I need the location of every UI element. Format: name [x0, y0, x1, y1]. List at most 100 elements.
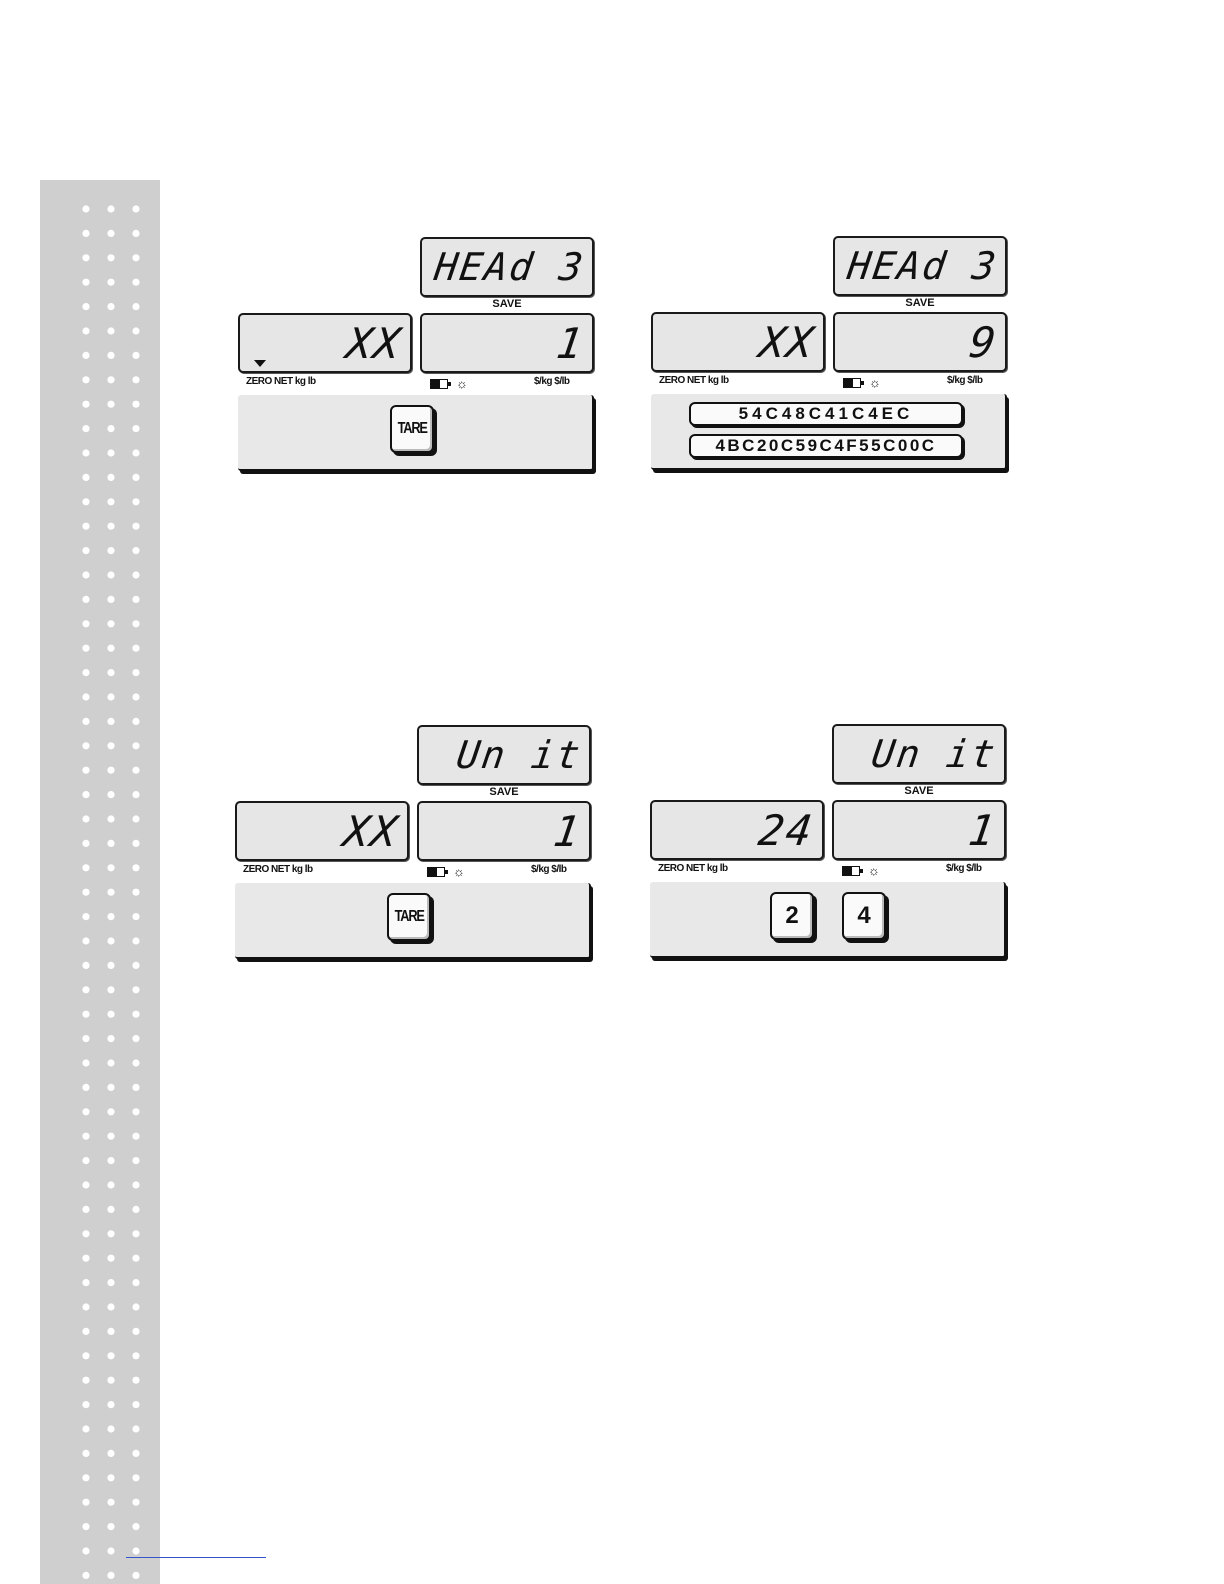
- dot: [107, 1059, 114, 1066]
- top-display-text: Un it: [453, 727, 585, 783]
- dot: [82, 791, 89, 798]
- dot: [82, 913, 89, 920]
- dot: [107, 205, 114, 212]
- keypad: TARE: [235, 883, 591, 959]
- dot: [107, 547, 114, 554]
- right-display-text: 1: [553, 315, 588, 371]
- dot: [82, 1547, 89, 1554]
- dot: [107, 474, 114, 481]
- dot: [82, 1474, 89, 1481]
- dot: [132, 962, 139, 969]
- top-display: HEAd 3: [420, 237, 594, 297]
- dot: [82, 571, 89, 578]
- dot: [107, 230, 114, 237]
- dot: [82, 718, 89, 725]
- dot: [107, 669, 114, 676]
- dot: [107, 401, 114, 408]
- footer-link-underline[interactable]: [126, 1557, 266, 1558]
- top-display: Un it: [417, 725, 591, 785]
- dot: [107, 425, 114, 432]
- dot: [107, 791, 114, 798]
- save-label: SAVE: [417, 786, 591, 798]
- right-display-text: 9: [966, 314, 1001, 370]
- sun-icon: ☼: [868, 863, 880, 878]
- dot: [107, 327, 114, 334]
- dot: [82, 1230, 89, 1237]
- dot: [82, 1206, 89, 1213]
- dot: [82, 1401, 89, 1408]
- tare-key[interactable]: TARE: [387, 893, 431, 941]
- number-key-2[interactable]: 2: [770, 892, 814, 940]
- dot: [82, 474, 89, 481]
- dot: [132, 1011, 139, 1018]
- dot: [82, 1255, 89, 1262]
- save-label: SAVE: [832, 785, 1006, 797]
- dot: [107, 279, 114, 286]
- dot: [132, 1377, 139, 1384]
- number-key-4[interactable]: 4: [842, 892, 886, 940]
- dot: [107, 498, 114, 505]
- unit-indicators: ZERO NET kg lb: [243, 864, 313, 875]
- left-display: XX: [235, 801, 409, 861]
- dot: [107, 1523, 114, 1530]
- sun-icon: ☼: [869, 375, 881, 390]
- dot: [107, 1279, 114, 1286]
- left-display: 24: [650, 800, 824, 860]
- dot: [107, 1181, 114, 1188]
- dot: [82, 1425, 89, 1432]
- dot: [82, 1011, 89, 1018]
- dot: [82, 669, 89, 676]
- price-indicators: $/kg $/lb: [947, 375, 983, 386]
- keypad: TARE: [238, 395, 594, 471]
- dot: [82, 205, 89, 212]
- dot: [107, 767, 114, 774]
- dot: [107, 1572, 114, 1579]
- dot: [82, 645, 89, 652]
- dot: [132, 1352, 139, 1359]
- dot: [107, 693, 114, 700]
- dot: [132, 1157, 139, 1164]
- dot: [132, 449, 139, 456]
- dot: [132, 620, 139, 627]
- tare-key[interactable]: TARE: [390, 405, 434, 453]
- dot: [107, 889, 114, 896]
- dot: [132, 523, 139, 530]
- dot: [82, 889, 89, 896]
- dot: [132, 1474, 139, 1481]
- dot: [132, 913, 139, 920]
- left-display: XX: [651, 312, 825, 372]
- dot: [82, 230, 89, 237]
- dot: [132, 986, 139, 993]
- left-display: XX: [238, 313, 412, 373]
- dot: [107, 1157, 114, 1164]
- dot: [132, 1206, 139, 1213]
- dot: [132, 498, 139, 505]
- dot: [107, 596, 114, 603]
- dot: [132, 1401, 139, 1408]
- scale-panel-4: Un it SAVE 24 1 ZERO NET kg lb ☼ $/kg $/…: [650, 724, 1010, 964]
- battery-icon: [427, 867, 445, 877]
- dot: [107, 1547, 114, 1554]
- dot: [82, 1133, 89, 1140]
- dot: [132, 1035, 139, 1042]
- dot: [82, 327, 89, 334]
- dot: [132, 1450, 139, 1457]
- dot: [82, 693, 89, 700]
- right-display: 1: [417, 801, 591, 861]
- number-key-4-label: 4: [857, 902, 870, 930]
- dot: [82, 547, 89, 554]
- dot: [132, 889, 139, 896]
- dot: [132, 742, 139, 749]
- dot: [132, 1108, 139, 1115]
- unit-indicators: ZERO NET kg lb: [658, 863, 728, 874]
- key-sequence-1: 54C48C41C4EC: [689, 402, 963, 426]
- dot: [107, 254, 114, 261]
- dot: [107, 1499, 114, 1506]
- scale-panel-2: HEAd 3 SAVE XX 9 ZERO NET kg lb ☼ $/kg $…: [651, 236, 1011, 476]
- dot: [82, 352, 89, 359]
- dot: [132, 1499, 139, 1506]
- sun-icon: ☼: [453, 864, 465, 879]
- dot: [132, 352, 139, 359]
- side-strip: [40, 180, 160, 1584]
- dot: [82, 1572, 89, 1579]
